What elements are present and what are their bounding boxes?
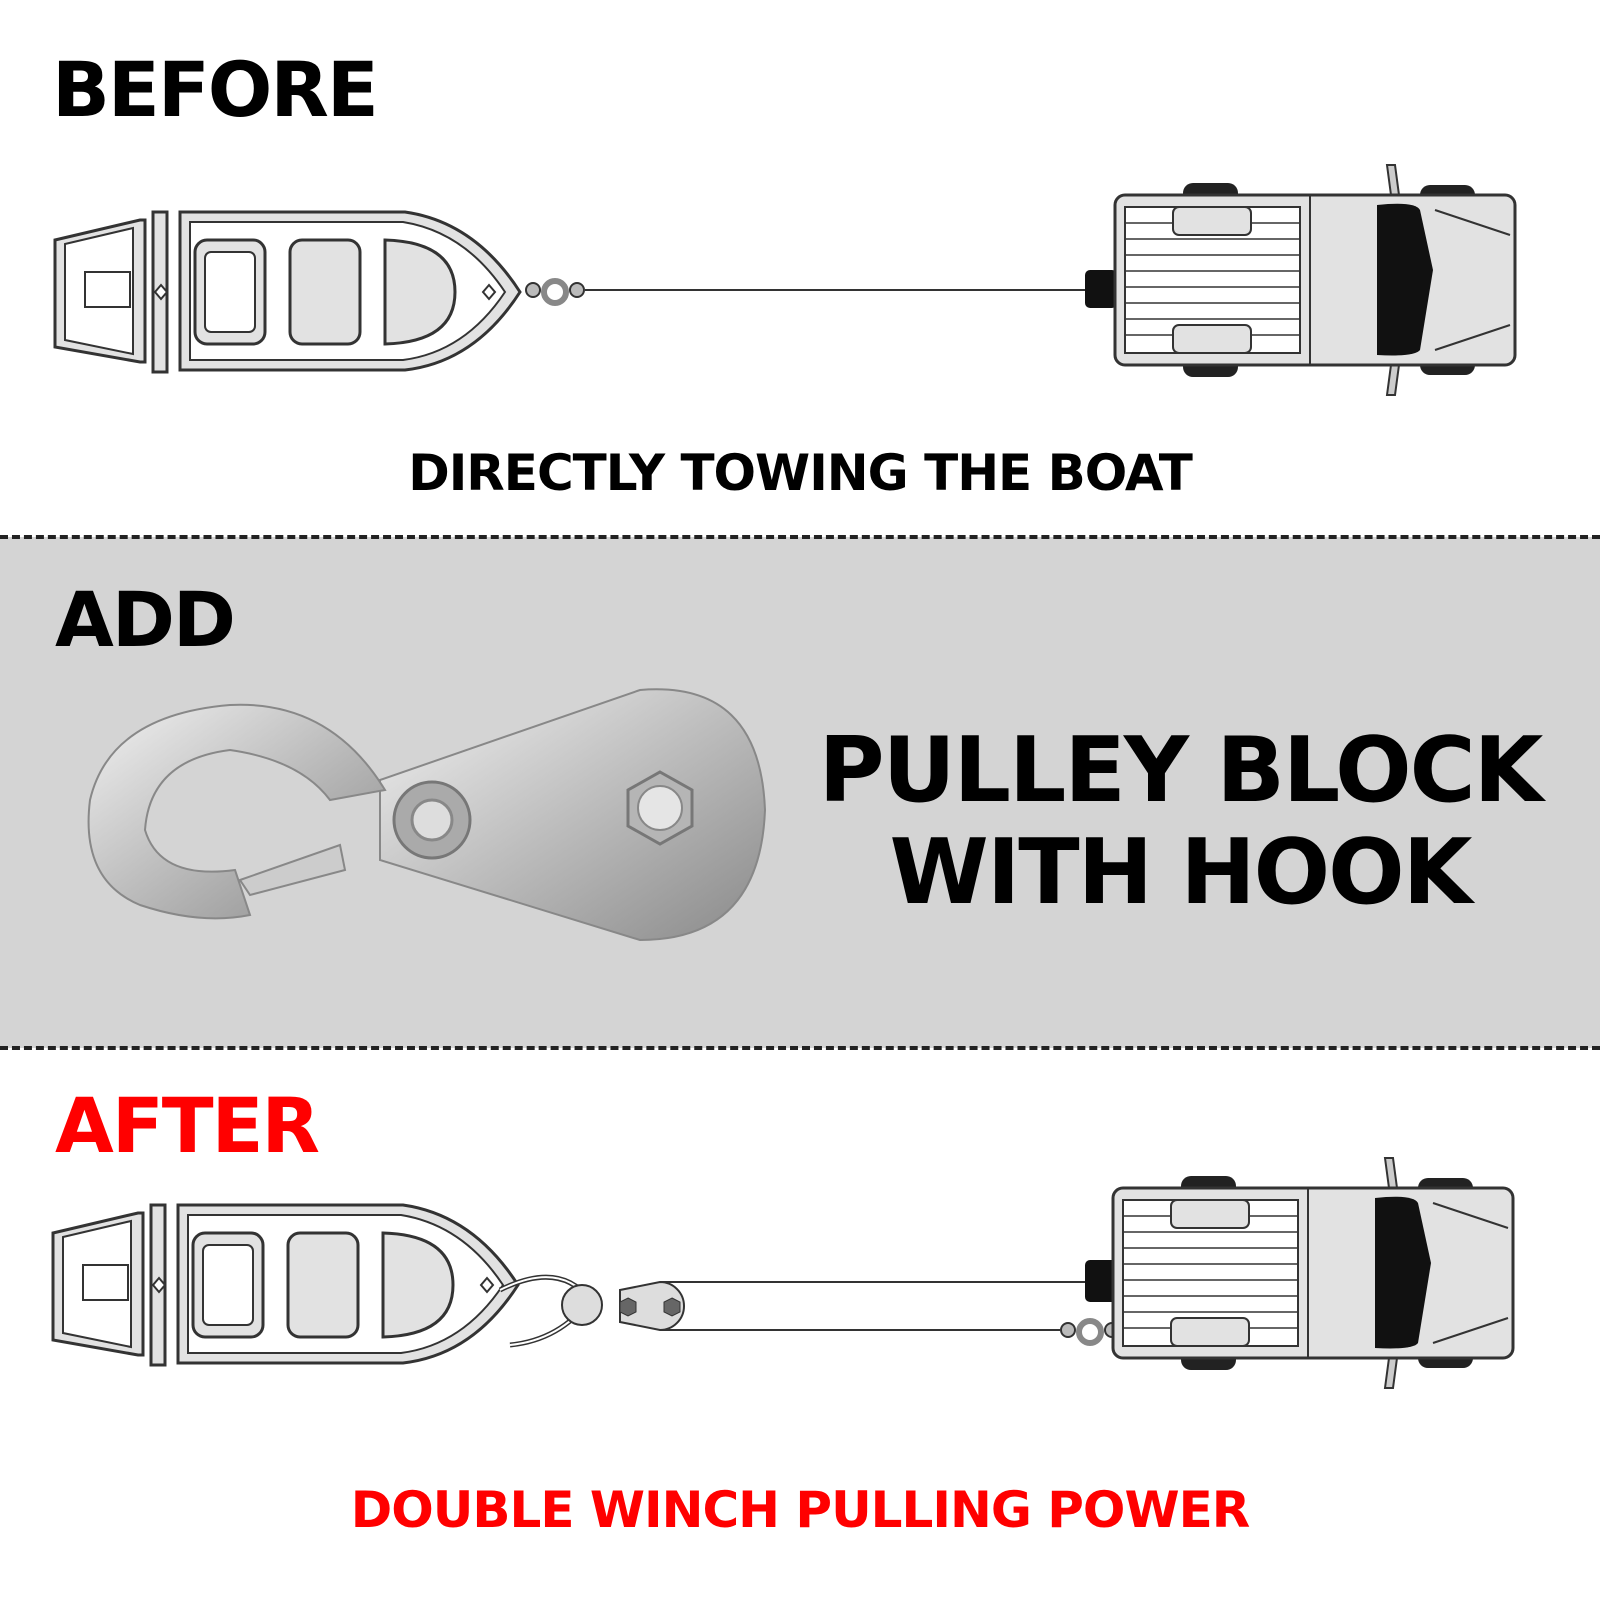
before-caption: DIRECTLY TOWING THE BOAT (408, 444, 1193, 502)
boat-before (53, 210, 522, 374)
divider-top (0, 535, 1600, 539)
truck-before (1113, 163, 1517, 397)
product-title: PULLEY BLOCK WITH HOOK (800, 720, 1560, 924)
shackle-before (526, 281, 584, 303)
boat-after (51, 1203, 520, 1367)
add-section-band (0, 537, 1600, 1048)
pulley-block-after (561, 1280, 685, 1332)
winch-before (1085, 270, 1117, 308)
after-caption: DOUBLE WINCH PULLING POWER (350, 1481, 1251, 1539)
shackle-after (1061, 1321, 1119, 1343)
divider-bottom (0, 1046, 1600, 1050)
product-title-line1: PULLEY BLOCK (818, 718, 1544, 823)
pulley-block-with-hook-image (87, 688, 767, 942)
after-heading: AFTER (55, 1081, 320, 1170)
winch-after (1085, 1260, 1117, 1302)
product-title-line2: WITH HOOK (889, 820, 1473, 925)
truck-after (1111, 1156, 1515, 1390)
before-heading: BEFORE (52, 45, 379, 134)
add-heading: ADD (55, 575, 236, 664)
